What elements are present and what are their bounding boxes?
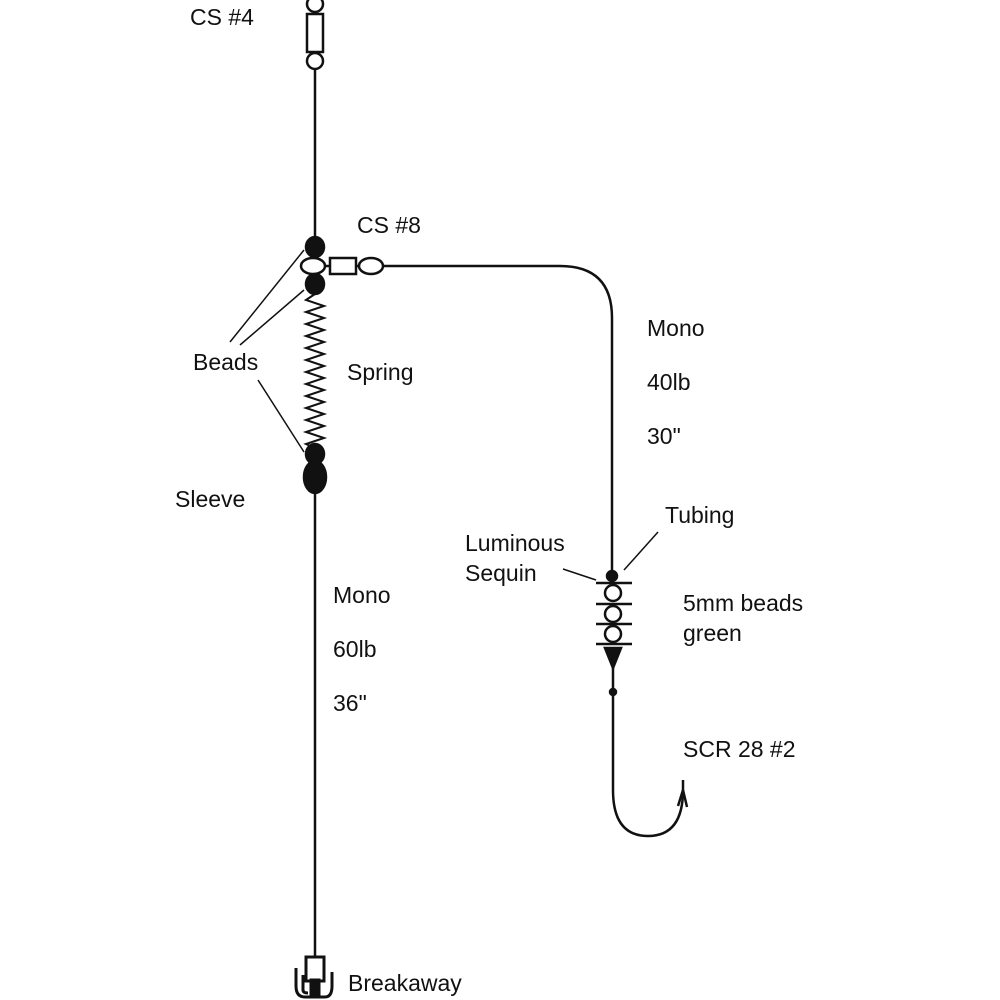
label-5mm-beads: 5mm beads [683, 590, 804, 616]
breakaway-clip [294, 955, 334, 999]
label-breakaway: Breakaway [348, 970, 462, 996]
tubing-leader [623, 531, 659, 571]
hook-body [611, 692, 685, 838]
snood-line [383, 264, 614, 572]
beads-leader-3 [257, 379, 305, 453]
label-cs8: CS #8 [357, 212, 421, 238]
label-beads: Beads [193, 349, 259, 375]
hook-barb [676, 789, 689, 808]
bead-upper [304, 235, 326, 259]
label-luminous: Luminous [465, 530, 565, 556]
label-mono-main: Mono [333, 582, 391, 608]
label-sleeve: Sleeve [175, 486, 246, 512]
spring-coil [302, 293, 328, 449]
bead-mid [304, 272, 326, 296]
label-weight-snood: 40lb [647, 369, 691, 395]
cs8-swivel [299, 256, 385, 276]
sleeve [302, 459, 328, 495]
label-green: green [683, 620, 742, 646]
tubing-dot [605, 569, 619, 583]
sequin-leader [562, 568, 597, 581]
green-beads [603, 583, 623, 644]
label-spring: Spring [347, 359, 414, 385]
label-length-main: 36" [333, 690, 367, 716]
bead-stop-cone [603, 646, 623, 672]
label-length-snood: 30" [647, 423, 681, 449]
label-hook: SCR 28 #2 [683, 736, 796, 762]
label-cs4: CS #4 [190, 4, 254, 30]
label-sequin: Sequin [465, 560, 537, 586]
label-tubing: Tubing [665, 502, 735, 528]
cs4-swivel [305, 0, 325, 71]
label-mono-snood: Mono [647, 315, 705, 341]
label-weight-main: 60lb [333, 636, 377, 662]
beads-leader-1 [229, 249, 305, 343]
beads-leader-2 [239, 289, 305, 346]
sequin-bars [596, 581, 632, 646]
